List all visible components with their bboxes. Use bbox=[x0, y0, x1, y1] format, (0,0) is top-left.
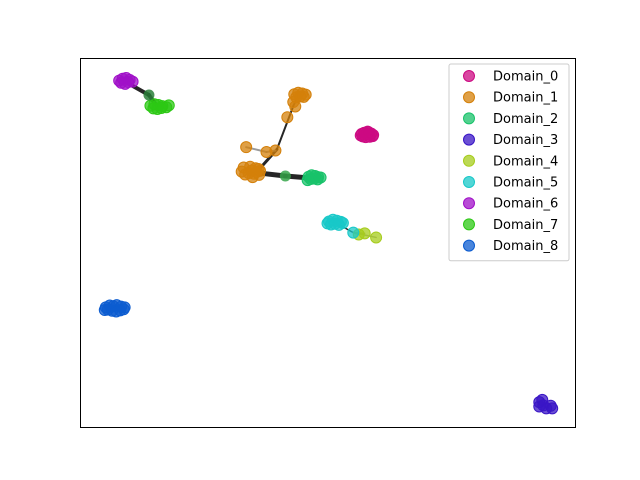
legend-label: Domain_8 bbox=[493, 239, 558, 254]
legend-label: Domain_2 bbox=[493, 112, 558, 127]
plot-area-frame bbox=[80, 58, 576, 428]
domain-7-point bbox=[162, 99, 175, 112]
domain-3-point bbox=[533, 400, 546, 413]
domain-2-point bbox=[301, 174, 314, 187]
legend-marker bbox=[463, 112, 475, 125]
domain-1-point bbox=[237, 161, 250, 174]
legend-label: Domain_1 bbox=[493, 91, 558, 106]
legend-marker bbox=[463, 91, 475, 104]
legend-marker bbox=[463, 70, 475, 82]
legend-marker bbox=[463, 239, 475, 252]
domain-0-point bbox=[361, 125, 374, 138]
legend-marker bbox=[463, 154, 475, 167]
domain-1-point bbox=[289, 100, 302, 113]
legend-label: Domain_5 bbox=[493, 176, 558, 191]
domain-4-point bbox=[358, 227, 371, 240]
domain-8-point bbox=[98, 303, 111, 316]
legend-marker bbox=[463, 176, 475, 188]
domain-5-point bbox=[336, 217, 349, 230]
legend: Domain_0Domain_1Domain_2Domain_3Domain_4… bbox=[448, 63, 570, 262]
domain-1-point bbox=[260, 145, 273, 158]
domain-5-point bbox=[347, 226, 360, 239]
bridge-point bbox=[279, 170, 291, 182]
legend-label: Domain_4 bbox=[493, 154, 558, 169]
legend-frame bbox=[448, 63, 570, 262]
legend-label: Domain_0 bbox=[493, 70, 558, 85]
domain-8-point bbox=[117, 303, 130, 316]
domain-1-point bbox=[297, 90, 310, 103]
domain-1-point bbox=[240, 141, 253, 154]
legend-label: Domain_3 bbox=[493, 133, 558, 148]
domain-1-point bbox=[281, 111, 294, 124]
legend-label: Domain_7 bbox=[493, 218, 558, 233]
domain-4-point bbox=[370, 231, 383, 244]
legend-marker bbox=[463, 218, 475, 231]
domain-5-point bbox=[321, 217, 334, 230]
legend-marker bbox=[463, 133, 475, 146]
domain-1-point bbox=[246, 171, 259, 184]
bridge-point bbox=[143, 89, 155, 101]
points-layer bbox=[98, 71, 559, 415]
legend-label: Domain_6 bbox=[493, 197, 558, 212]
domain-6-point bbox=[122, 76, 135, 89]
domain-2-point bbox=[314, 171, 327, 184]
legend-marker bbox=[463, 197, 475, 210]
